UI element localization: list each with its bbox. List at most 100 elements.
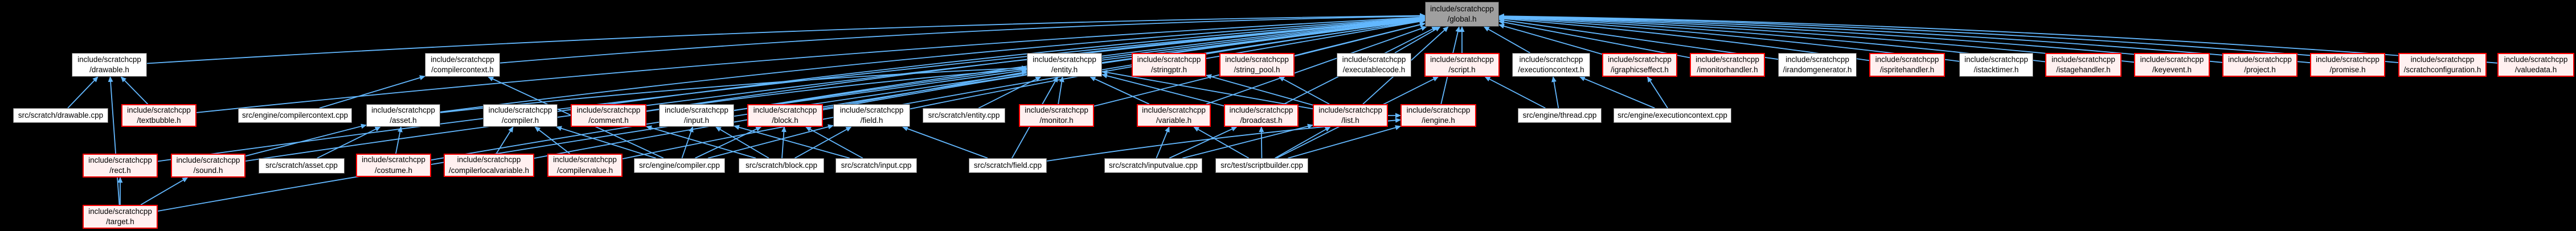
- graph-node-project-h[interactable]: include/scratchcpp /project.h: [2222, 53, 2297, 77]
- edge-monitor_h-to-entity_h: [1058, 76, 1064, 105]
- edge-compiler_cpp-to-input_h: [681, 126, 694, 159]
- graph-node-compilercontext-h[interactable]: include/scratchcpp /compilercontext.h: [425, 53, 500, 77]
- graph-node-textbubble-h[interactable]: include/scratchcpp /textbubble.h: [121, 104, 196, 127]
- edge-compiler_cpp-to-block_h: [695, 126, 762, 159]
- edge-promise_h-to-global_h: [1498, 14, 2311, 64]
- graph-node-string-pool-h[interactable]: include/scratchcpp /string_pool.h: [1219, 53, 1295, 77]
- edge-block_h-to-entity_h: [822, 70, 1027, 109]
- edge-comment_h-to-entity_h: [646, 67, 1027, 112]
- graph-node-istacktimer-h[interactable]: include/scratchcpp /istacktimer.h: [1959, 53, 2033, 77]
- graph-node-global-h[interactable]: include/scratchcpp /global.h: [1425, 2, 1499, 27]
- edge-executioncontext_cpp-to-igraphicseffect_h: [1647, 76, 1668, 109]
- graph-node-executioncontext-h[interactable]: include/scratchcpp /executioncontext.h: [1512, 53, 1590, 77]
- graph-node-valuedata-h[interactable]: include/scratchcpp /valuedata.h: [2497, 53, 2574, 77]
- edge-scriptbuilder_cpp-to-variable_h: [1193, 126, 1250, 159]
- edge-compiler_cpp-to-field_h: [707, 124, 834, 159]
- edge-inputvalue_cpp-to-list_h: [1182, 123, 1313, 159]
- edge-list_h-to-stringptr_h: [1206, 74, 1313, 106]
- graph-node-compiler-h[interactable]: include/scratchcpp /compiler.h: [483, 104, 558, 127]
- edge-scratchconfiguration_h-to-global_h: [1498, 14, 2399, 63]
- graph-node-compiler-cpp[interactable]: src/engine/compiler.cpp: [634, 158, 725, 173]
- graph-node-sound-h[interactable]: include/scratchcpp /sound.h: [171, 154, 245, 178]
- graph-node-executioncontext-cpp[interactable]: src/engine/executioncontext.cpp: [1613, 108, 1731, 123]
- graph-node-rect-h[interactable]: include/scratchcpp /rect.h: [83, 154, 158, 178]
- edge-compiler_cpp-to-compiler_h: [556, 126, 656, 159]
- graph-node-compilervalue-h[interactable]: include/scratchcpp /compilervalue.h: [547, 154, 623, 177]
- edge-rect_h-to-global_h: [157, 16, 1426, 162]
- graph-node-block-cpp[interactable]: src/scratch/block.cpp: [739, 158, 824, 173]
- graph-node-compilerlocalvariable-h[interactable]: include/scratchcpp /compilerlocalvariabl…: [444, 154, 534, 177]
- edge-block_cpp-to-block_h: [781, 126, 787, 159]
- edge-textbubble_h-to-drawable_h: [120, 76, 149, 105]
- graph-node-keyevent-h[interactable]: include/scratchcpp /keyevent.h: [2134, 53, 2210, 77]
- edge-compilercontext_h-to-global_h: [499, 13, 1426, 64]
- graph-node-costume-h[interactable]: include/scratchcpp /costume.h: [356, 154, 431, 177]
- graph-node-thread-cpp[interactable]: src/engine/thread.cpp: [1518, 108, 1602, 123]
- edge-textbubble_h-to-global_h: [196, 15, 1426, 113]
- edge-list_h-to-entity_h: [1101, 69, 1313, 110]
- graph-node-asset-h[interactable]: include/scratchcpp /asset.h: [366, 104, 440, 127]
- edge-target_h-to-drawable_h: [108, 76, 120, 205]
- graph-node-target-h[interactable]: include/scratchcpp /target.h: [83, 205, 158, 229]
- graph-node-field-h[interactable]: include/scratchcpp /field.h: [833, 104, 910, 127]
- edge-compilervalue_h-to-global_h: [622, 18, 1426, 159]
- edge-project_h-to-global_h: [1498, 14, 2223, 63]
- graph-node-stringptr-h[interactable]: include/scratchcpp /stringptr.h: [1132, 53, 1206, 77]
- edge-compilerlocalvariable_h-to-compiler_h: [495, 126, 514, 154]
- edge-input_cpp-to-block_h: [805, 126, 863, 159]
- edge-entity_cpp-to-entity_h: [978, 76, 1042, 109]
- graph-node-entity-h[interactable]: include/scratchcpp /entity.h: [1027, 53, 1102, 77]
- edge-asset_cpp-to-asset_h: [317, 126, 381, 159]
- graph-node-drawable-cpp[interactable]: src/scratch/drawable.cpp: [13, 108, 108, 123]
- edge-executioncontext_h-to-global_h: [1483, 26, 1531, 53]
- edge-compilervalue_h-to-compiler_h: [534, 126, 570, 154]
- graph-node-executablecode-h[interactable]: include/scratchcpp /executablecode.h: [1337, 53, 1411, 77]
- graph-node-monitor-h[interactable]: include/scratchcpp /monitor.h: [1019, 104, 1094, 127]
- edge-input_cpp-to-input_h: [734, 125, 850, 159]
- edge-executioncontext_cpp-to-executioncontext_h: [1579, 76, 1655, 109]
- graph-node-imonitorhandler-h[interactable]: include/scratchcpp /imonitorhandler.h: [1690, 53, 1765, 77]
- edge-thread_cpp-to-script_h: [1484, 76, 1546, 109]
- graph-node-drawable-h[interactable]: include/scratchcpp /drawable.h: [72, 53, 147, 77]
- edge-drawable_h-to-global_h: [146, 13, 1426, 64]
- edge-target_h-to-sound_h: [140, 177, 189, 205]
- graph-node-iengine-h[interactable]: include/scratchcpp /iengine.h: [1400, 104, 1476, 127]
- edge-compilercontext_cpp-to-compilercontext_h: [319, 75, 425, 109]
- graph-node-broadcast-h[interactable]: include/scratchcpp /broadcast.h: [1224, 104, 1299, 127]
- graph-node-scriptbuilder-cpp[interactable]: src/test/scriptbuilder.cpp: [1215, 158, 1308, 173]
- edge-scriptbuilder_cpp-to-iengine_h: [1288, 125, 1401, 159]
- graph-node-scratchconfiguration-h[interactable]: include/scratchcpp /scratchconfiguration…: [2398, 53, 2487, 77]
- edge-field_cpp-to-field_h: [902, 126, 988, 159]
- edge-igraphicseffect_h-to-global_h: [1498, 23, 1603, 55]
- edge-compilerlocalvariable_h-to-global_h: [534, 18, 1426, 159]
- graph-node-list-h[interactable]: include/scratchcpp /list.h: [1313, 104, 1388, 127]
- graph-node-ispritehandler-h[interactable]: include/scratchcpp /ispritehandler.h: [1869, 53, 1945, 77]
- edge-asset_h-to-global_h: [440, 15, 1426, 113]
- edge-variable_h-to-global_h: [1206, 26, 1427, 105]
- edge-valuedata_h-to-global_h: [1498, 13, 2498, 64]
- edge-inputvalue_cpp-to-variable_h: [1156, 126, 1170, 159]
- graph-node-script-h[interactable]: include/scratchcpp /script.h: [1424, 53, 1500, 77]
- graph-node-input-h[interactable]: include/scratchcpp /input.h: [659, 104, 734, 127]
- graph-node-istagehandler-h[interactable]: include/scratchcpp /istagehandler.h: [2045, 53, 2122, 77]
- graph-node-block-h[interactable]: include/scratchcpp /block.h: [747, 104, 823, 127]
- graph-node-input-cpp[interactable]: src/scratch/input.cpp: [836, 158, 917, 173]
- graph-node-igraphicseffect-h[interactable]: include/scratchcpp /igraphicseffect.h: [1602, 53, 1677, 77]
- edge-sound_h-to-global_h: [245, 16, 1426, 162]
- edge-drawable_cpp-to-drawable_h: [67, 76, 99, 109]
- edge-list_h-to-string_pool_h: [1278, 76, 1330, 105]
- graph-node-comment-h[interactable]: include/scratchcpp /comment.h: [571, 104, 646, 127]
- graph-node-variable-h[interactable]: include/scratchcpp /variable.h: [1137, 104, 1211, 127]
- graph-node-promise-h[interactable]: include/scratchcpp /promise.h: [2310, 53, 2385, 77]
- graph-node-compilercontext-cpp[interactable]: src/engine/compilercontext.cpp: [238, 108, 352, 123]
- graph-node-entity-cpp[interactable]: src/scratch/entity.cpp: [923, 108, 1005, 123]
- edge-sound_h-to-asset_h: [245, 123, 367, 157]
- graph-node-irandomgenerator-h[interactable]: include/scratchcpp /irandomgenerator.h: [1778, 53, 1857, 77]
- graph-node-asset-cpp[interactable]: src/scratch/asset.cpp: [259, 158, 345, 174]
- graph-node-field-cpp[interactable]: src/scratch/field.cpp: [969, 158, 1047, 173]
- edge-asset_h-to-entity_h: [440, 65, 1027, 113]
- edge-inputvalue_cpp-to-broadcast_h: [1169, 126, 1238, 159]
- graph-node-inputvalue-cpp[interactable]: src/scratch/inputvalue.cpp: [1104, 158, 1202, 173]
- edge-costume_h-to-asset_h: [395, 126, 403, 154]
